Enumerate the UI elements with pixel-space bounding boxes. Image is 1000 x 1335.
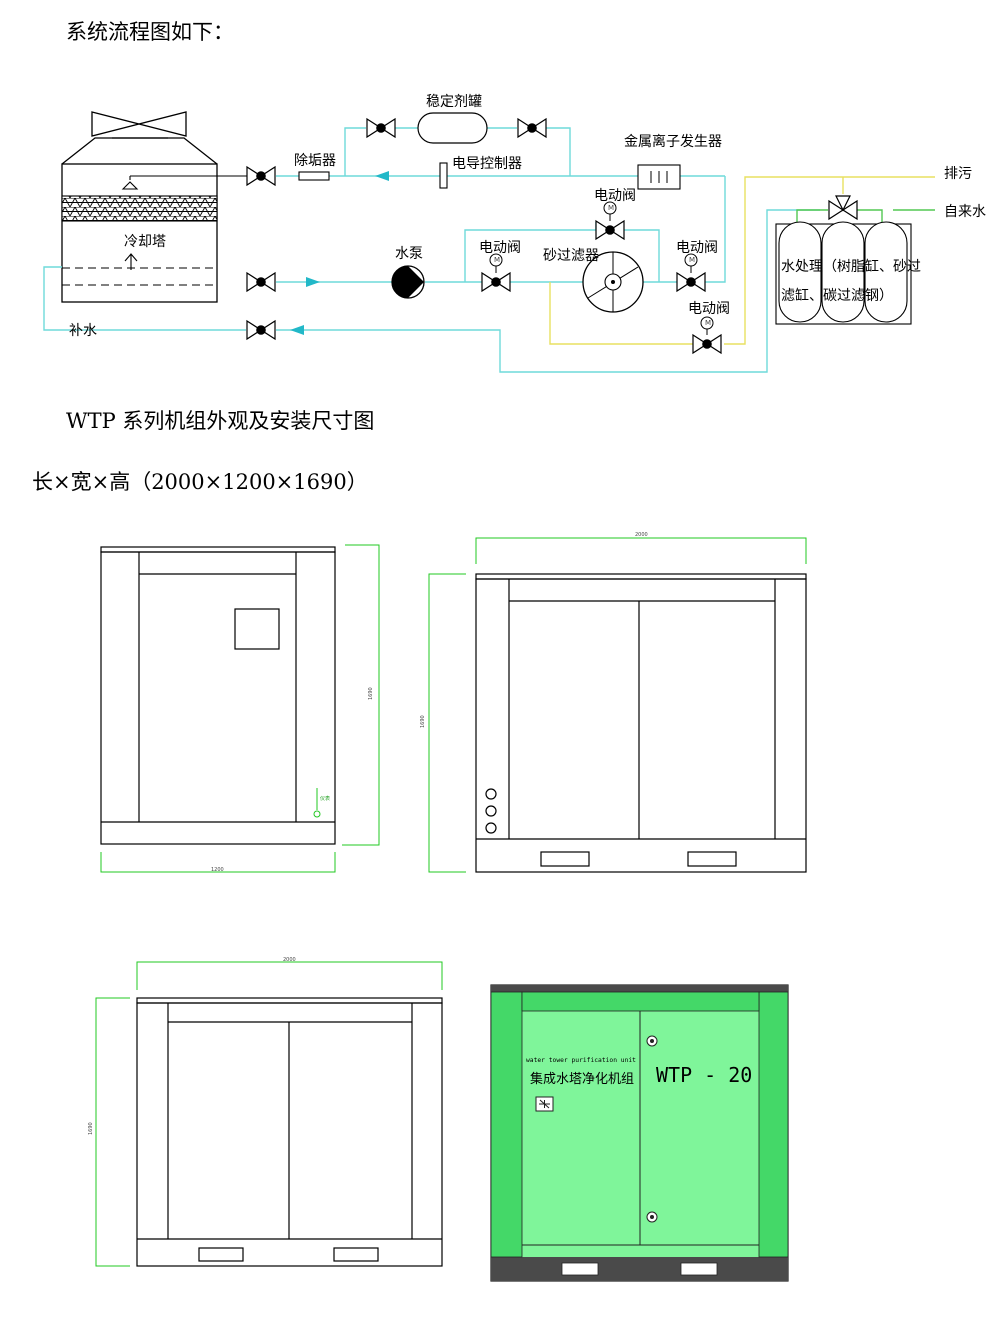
flow-arrow-left-icon xyxy=(375,171,389,181)
conductivity-controller-label: 电导控制器 xyxy=(452,156,522,172)
actuator-letters: M M M M xyxy=(494,204,711,327)
product-english-name: water tower purification unit xyxy=(526,1057,636,1064)
svg-text:仪表: 仪表 xyxy=(320,795,330,802)
front-width-dimension: 2000 xyxy=(635,532,648,538)
valve-icon xyxy=(481,271,511,293)
water-pump-label: 水泵 xyxy=(395,246,423,262)
product-model: WTP - 20 xyxy=(656,1063,752,1087)
base-slot xyxy=(680,1262,718,1276)
valve-icon xyxy=(595,219,625,241)
conductivity-sensor xyxy=(439,162,448,189)
valve-icon xyxy=(246,165,276,187)
valve-icon xyxy=(246,319,276,341)
back-height-dimension: 1690 xyxy=(88,1122,94,1135)
valve-icon xyxy=(692,333,722,355)
front-view-drawing xyxy=(475,573,807,873)
water-treatment-label: 水处理（树脂缸、砂过 xyxy=(781,258,921,275)
up-arrow-icon xyxy=(124,253,138,270)
flow-arrow-right-icon xyxy=(306,277,320,287)
green-pipes xyxy=(796,209,935,222)
svg-text:M: M xyxy=(494,256,500,264)
svg-text:M: M xyxy=(705,319,711,327)
descaler xyxy=(298,171,330,181)
water-treatment-label: 滤缸、碳过滤钢） xyxy=(781,287,893,304)
makeup-water-label: 补水 xyxy=(69,323,97,339)
descaler-label: 除垢器 xyxy=(294,153,336,169)
svg-text:M: M xyxy=(608,204,614,212)
side-gauge-icon xyxy=(313,788,321,818)
side-panel-window xyxy=(234,608,280,650)
product-render: water tower purification unit 集成水塔净化机组 W… xyxy=(490,984,789,1282)
drain-label: 排污 xyxy=(944,166,972,182)
back-base-slot xyxy=(333,1247,379,1262)
back-view-dimensions xyxy=(95,961,443,1267)
tower-fan-icon xyxy=(91,111,187,137)
cooling-tower-label: 冷却塔 xyxy=(124,234,166,250)
flow-diagram: 冷却塔 xyxy=(43,94,986,373)
valve-icon xyxy=(366,117,396,139)
back-width-dimension: 2000 xyxy=(283,957,296,963)
front-height-dimension: 1690 xyxy=(420,715,426,728)
front-gauges xyxy=(485,788,497,834)
company-logo-icon xyxy=(535,1096,554,1112)
base-slot xyxy=(561,1262,599,1276)
front-base-slot xyxy=(540,851,590,867)
valve-actuators xyxy=(489,201,714,335)
sand-filter-icon xyxy=(582,251,644,313)
tap-water-label: 自来水 xyxy=(944,204,986,220)
stabilizer-tank-label: 稳定剂罐 xyxy=(426,94,482,110)
electric-valve-label: 电动阀 xyxy=(688,301,730,317)
flow-arrows xyxy=(290,171,389,335)
cabinet-base xyxy=(491,1257,788,1281)
water-treatment-unit xyxy=(775,221,912,325)
valve-icon xyxy=(676,271,706,293)
back-view-drawing xyxy=(136,997,443,1267)
product-chinese-name: 集成水塔净化机组 xyxy=(530,1071,634,1087)
valves xyxy=(246,117,858,355)
three-way-valve-icon xyxy=(828,195,858,221)
sand-filter-label: 砂过滤器 xyxy=(543,248,599,264)
svg-text:M: M xyxy=(689,256,695,264)
side-view-dimensions xyxy=(100,544,380,873)
cooling-tower: 冷却塔 xyxy=(61,111,248,303)
front-base-slot xyxy=(687,851,737,867)
metal-ion-generator-label: 金属离子发生器 xyxy=(624,133,722,150)
appearance-title: WTP 系列机组外观及安装尺寸图 xyxy=(66,409,375,433)
door-lock-icon xyxy=(646,1035,658,1047)
cyan-pipes xyxy=(43,127,820,373)
side-width-dimension: 1200 xyxy=(211,867,224,873)
side-view-drawing: 仪表 xyxy=(100,546,336,845)
water-pump-icon xyxy=(391,265,425,299)
dimensions-text: 长×宽×高（2000×1200×1690） xyxy=(32,470,368,494)
flow-chart-title: 系统流程图如下： xyxy=(66,20,234,44)
valve-icon xyxy=(246,271,276,293)
electric-valve-label: 电动阀 xyxy=(594,188,636,204)
back-base-slot xyxy=(198,1247,244,1262)
valve-icon xyxy=(517,117,547,139)
tower-fill-media xyxy=(61,195,218,222)
flow-arrow-left-icon xyxy=(290,325,304,335)
stabilizer-tank xyxy=(417,112,488,144)
electric-valve-label: 电动阀 xyxy=(676,240,718,256)
yellow-pipes xyxy=(549,176,935,345)
door-lock-icon xyxy=(646,1211,658,1223)
spray-nozzle-icon xyxy=(121,181,139,190)
electric-valve-label: 电动阀 xyxy=(479,240,521,256)
electrode-icon xyxy=(650,171,668,183)
side-height-dimension: 1690 xyxy=(368,687,374,700)
front-view-dimensions xyxy=(428,537,807,873)
